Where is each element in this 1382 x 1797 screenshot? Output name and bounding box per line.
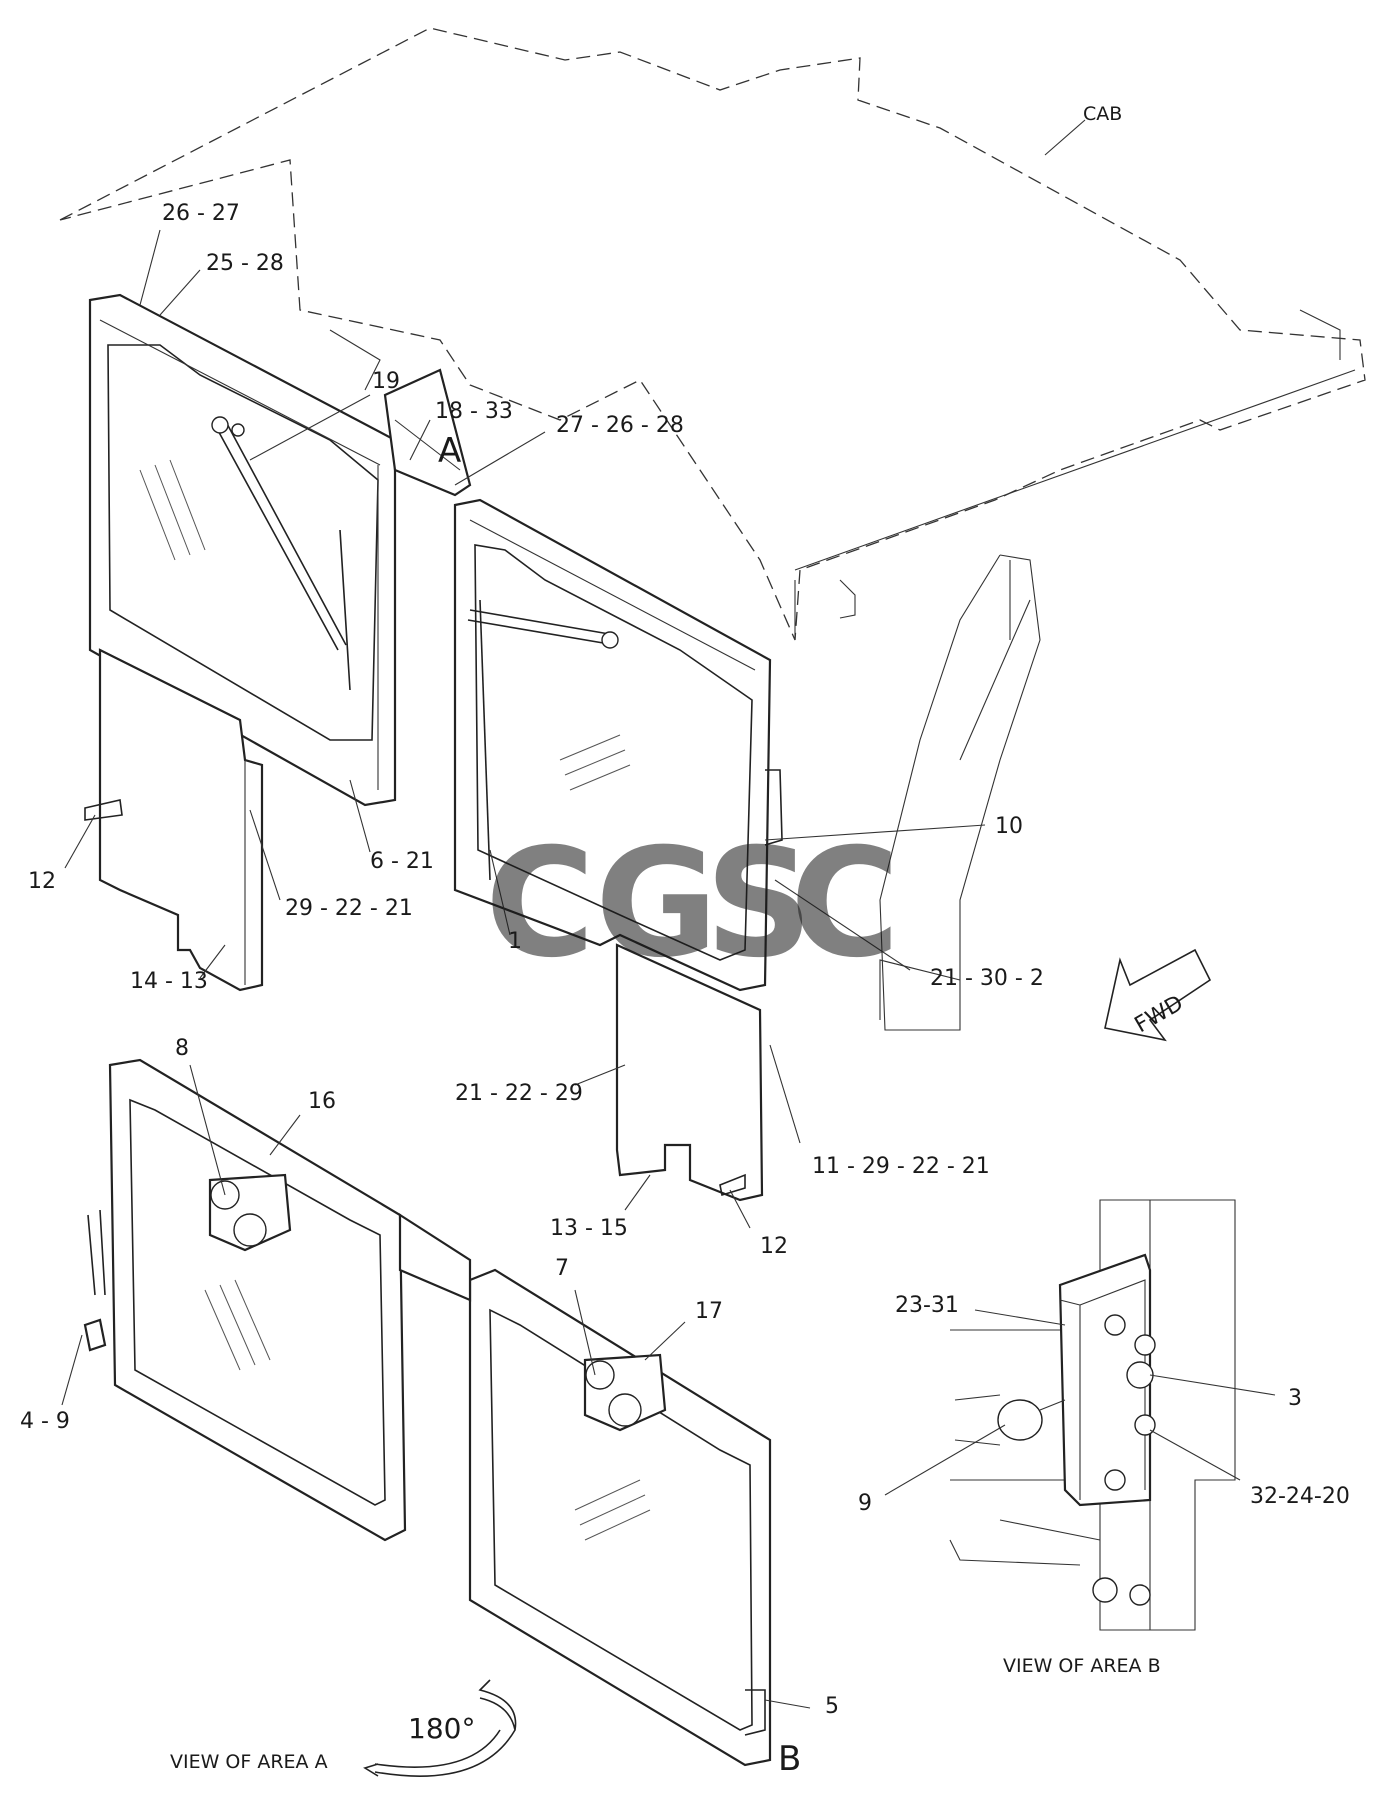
label-14-13: 14 - 13	[130, 969, 208, 994]
watermark-letter-s: S	[705, 817, 813, 991]
label-23-31: 23-31	[895, 1293, 959, 1318]
label-4-9: 4 - 9	[20, 1409, 70, 1434]
label-180-degrees: 180°	[408, 1712, 475, 1745]
label-26-27: 26 - 27	[162, 201, 240, 226]
link-bracket	[329, 329, 472, 497]
label-area-a-marker: A	[438, 431, 461, 471]
label-12-left: 12	[28, 869, 56, 894]
label-3: 3	[1288, 1386, 1302, 1411]
label-19: 19	[372, 369, 400, 394]
label-1: 1	[508, 929, 522, 954]
label-27-26-28: 27 - 26 - 28	[556, 413, 684, 438]
cab-outline	[59, 27, 1366, 1031]
leader-lines	[61, 119, 1276, 1709]
label-21-30-2: 21 - 30 - 2	[930, 966, 1044, 991]
label-10: 10	[995, 814, 1023, 839]
upper-right-window-frame	[453, 498, 783, 992]
lower-left-window-frame	[83, 1058, 407, 1542]
label-11-29-22-21: 11 - 29 - 22 - 21	[812, 1154, 990, 1179]
label-6-21: 6 - 21	[370, 849, 434, 874]
label-cab: CAB	[1083, 103, 1122, 125]
label-13-15: 13 - 15	[550, 1216, 628, 1241]
label-29-22-21: 29 - 22 - 21	[285, 896, 413, 921]
fwd-arrow	[1104, 948, 1212, 1042]
label-25-28: 25 - 28	[206, 251, 284, 276]
label-17: 17	[695, 1299, 723, 1324]
label-18-33: 18 - 33	[435, 399, 513, 424]
label-7: 7	[555, 1256, 569, 1281]
upper-left-window-frame	[88, 293, 397, 807]
label-32-24-20: 32-24-20	[1250, 1484, 1350, 1509]
watermark-letter-c2: C	[790, 817, 900, 991]
upper-left-lower-panel	[84, 648, 264, 992]
rotation-arrow	[363, 1679, 517, 1777]
upper-right-lower-panel	[615, 943, 764, 1202]
label-16: 16	[308, 1089, 336, 1114]
label-9: 9	[858, 1491, 872, 1516]
watermark: C G S C	[485, 817, 900, 991]
label-area-b-marker: B	[778, 1739, 801, 1779]
label-12-right: 12	[760, 1234, 788, 1259]
label-8: 8	[175, 1036, 189, 1061]
label-view-of-area-b: VIEW OF AREA B	[1003, 1655, 1161, 1677]
lower-right-window-frame	[468, 1268, 772, 1767]
lower-link-bracket	[398, 1212, 472, 1302]
label-5: 5	[825, 1694, 839, 1719]
view-b-detail	[949, 1199, 1236, 1631]
watermark-letter-c1: C	[485, 817, 595, 991]
label-21-22-29: 21 - 22 - 29	[455, 1081, 583, 1106]
watermark-letter-g: G	[595, 817, 718, 991]
label-view-of-area-a: VIEW OF AREA A	[170, 1751, 328, 1773]
